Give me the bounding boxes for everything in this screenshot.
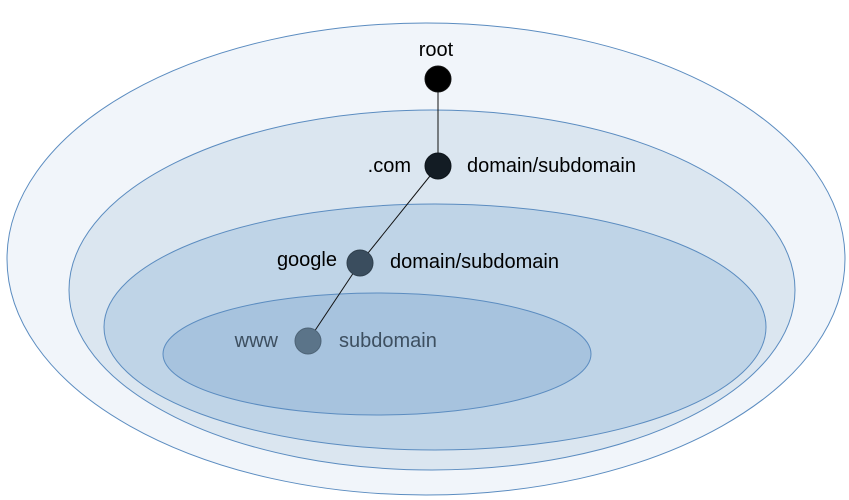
edge-com-google: [359, 165, 439, 264]
com-type-label: domain/subdomain: [467, 155, 636, 177]
google-label: google: [277, 249, 337, 271]
root-label: root: [419, 39, 454, 61]
www-zone-ellipse: [162, 292, 592, 416]
node-root: [424, 65, 452, 93]
node-www: [294, 327, 322, 355]
www-label: www: [234, 330, 279, 352]
google-type-label: domain/subdomain: [390, 251, 559, 273]
edge-google-www: [307, 262, 361, 342]
www-type-label: subdomain: [339, 330, 437, 352]
node-google: [346, 249, 374, 277]
com-label: .com: [368, 155, 411, 177]
node-com: [424, 152, 452, 180]
